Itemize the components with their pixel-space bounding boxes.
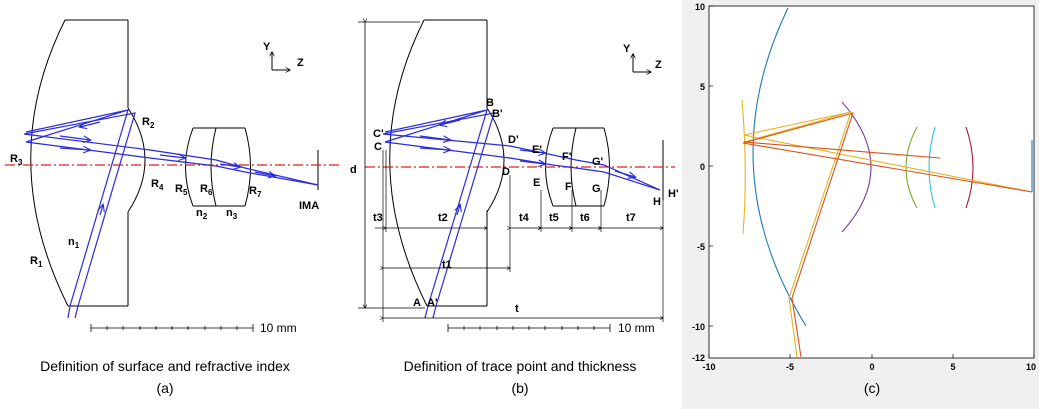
label-n3: n3 [226,207,238,221]
svg-text:0: 0 [869,362,874,372]
label-r1: R1 [30,255,43,269]
svg-text:10: 10 [1026,362,1036,372]
svg-text:Z: Z [297,57,304,69]
svg-text:A': A' [427,297,438,309]
label-d: d [350,164,357,176]
svg-text:-5: -5 [697,242,705,252]
svg-text:Z: Z [655,59,662,71]
panel-a: R3 R2 R4 R5 R6 R7 R1 n1 n2 n3 IMA Y Z 10… [5,19,340,396]
svg-text:C: C [374,141,382,153]
trace-point-labels: A A' B B' C' C D' D E' E F' F G' G H' H [373,97,679,309]
svg-text:Y: Y [263,41,271,53]
label-r3: R3 [10,153,23,167]
y-tick-labels: 10 5 0 -5 -10 -12 [692,2,705,363]
svg-text:C': C' [373,128,384,140]
svg-text:-5: -5 [786,362,794,372]
svg-text:B': B' [492,108,503,120]
lens-1-outline [30,19,146,307]
doublet-lens [185,127,251,207]
ray-trace [23,109,319,319]
label-r7: R7 [249,185,262,199]
panel-letter-c: (c) [864,380,880,396]
scale-label-a: 10 mm [260,321,297,335]
label-t1: t1 [442,259,452,271]
label-r2: R2 [142,116,155,130]
svg-text:H': H' [668,188,679,200]
label-t5: t5 [549,212,559,224]
label-r6: R6 [200,183,213,197]
svg-text:D: D [502,166,510,178]
label-r4: R4 [151,178,164,192]
label-t: t [515,303,519,315]
label-t4: t4 [519,212,530,224]
coordinate-axes-b: Y Z [623,43,662,72]
label-t3: t3 [373,212,383,224]
label-n2: n2 [196,207,208,221]
svg-text:B: B [486,97,494,109]
label-ima: IMA [299,200,319,212]
panel-letter-a: (a) [156,380,173,396]
scale-bar-b [447,324,611,332]
plot-ticks [708,5,1035,358]
svg-text:A: A [413,297,421,309]
svg-text:Y: Y [623,43,631,55]
svg-text:H: H [653,196,661,208]
thickness-dimensions [375,150,664,322]
panel-letter-b: (b) [511,380,528,396]
ray-trace-b [382,109,661,319]
x-tick-labels: -10 -5 0 5 10 [702,362,1036,372]
label-n1: n1 [68,236,80,250]
svg-text:-12: -12 [692,353,705,363]
caption-b: Definition of trace point and thickness [404,358,637,374]
svg-text:G: G [592,183,601,195]
svg-text:-10: -10 [702,362,715,372]
svg-text:E': E' [532,144,542,156]
label-t2: t2 [438,212,448,224]
caption-a: Definition of surface and refractive ind… [40,358,290,374]
svg-text:F: F [565,181,572,193]
label-t7: t7 [626,212,636,224]
scale-bar-a [90,324,254,332]
panel-c: 10 5 0 -5 -10 -12 -10 -5 0 5 10 [682,0,1039,409]
surface-curves [741,7,1033,327]
svg-text:D': D' [508,134,519,146]
svg-text:E: E [533,177,540,189]
svg-text:5: 5 [700,82,705,92]
svg-text:-10: -10 [692,322,705,332]
label-t6: t6 [580,212,590,224]
traced-rays [742,111,1033,358]
svg-text:5: 5 [950,362,955,372]
panel-b: d t3 t2 t1 t4 t5 t6 t7 t [350,20,679,396]
coordinate-axes-a: Y Z [263,41,304,70]
svg-text:G': G' [592,156,604,168]
label-r5: R5 [175,183,188,197]
svg-text:F': F' [562,151,572,163]
svg-text:0: 0 [700,162,705,172]
scale-label-b: 10 mm [618,321,655,335]
svg-text:10: 10 [695,2,705,12]
dimension-d [358,22,425,309]
plot-area [708,5,1035,359]
